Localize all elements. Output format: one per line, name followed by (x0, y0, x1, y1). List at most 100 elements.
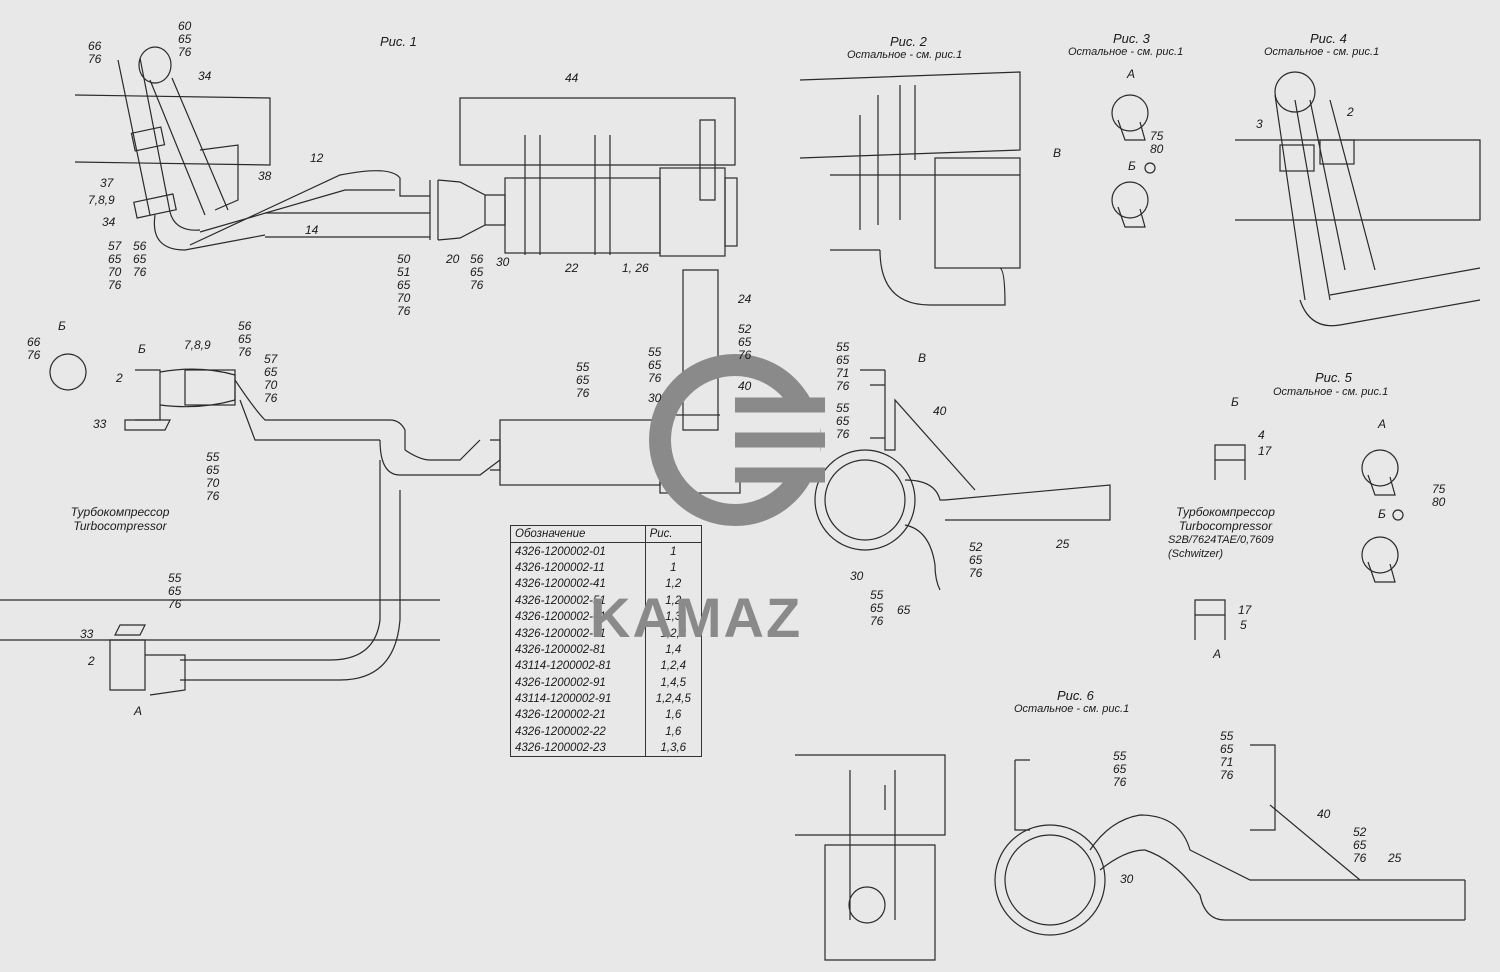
turbo5-label: Турбокомпрессор Turbocompressor S2B/7624… (1168, 505, 1283, 561)
callout: 55 65 70 76 (206, 450, 220, 503)
callout: 60 65 76 (178, 19, 192, 59)
designation-cell: 4326-1200002-01 (510, 542, 646, 560)
kamaz-wordmark: KAMAZ (590, 586, 803, 649)
callout: 7,8,9 (88, 193, 115, 207)
designation-cell: 4326-1200002-51 (510, 592, 646, 609)
fig1-title: Рис. 1 (380, 34, 417, 49)
callout: 55 65 76 (1113, 749, 1127, 789)
view-b-arrow-main: Б (138, 342, 146, 356)
fig2-subtitle: Остальное - см. рис.1 (847, 49, 963, 61)
callout: 2 (116, 371, 123, 385)
designation-cell: 4326-1200002-22 (510, 723, 646, 741)
callout: 55 65 76 (648, 345, 662, 385)
view-b-main-label: Б (58, 319, 66, 333)
turbo5-model: S2B/7624TAE/0,7609 (1168, 534, 1274, 546)
callout: 56 65 76 (238, 319, 252, 359)
callout: 30 (496, 255, 510, 269)
callout: 30 (648, 391, 662, 405)
callout: 56 65 76 (470, 252, 484, 292)
turbo-label-en: Turbocompressor (73, 519, 167, 533)
callout: 55 65 76 (576, 360, 590, 400)
designation-cell: 4326-1200002-21 (510, 707, 646, 724)
main-silencer (490, 269, 751, 494)
callout: 65 (897, 603, 911, 617)
figure-cell: 1 (644, 542, 703, 560)
callout: 14 (305, 223, 319, 237)
view-a-arrow-fig5: А (1213, 647, 1222, 661)
designation-cell: 43114-1200002-81 (510, 658, 646, 675)
callout: 30 (850, 569, 864, 583)
header-designation: Обозначение (510, 524, 646, 544)
fig5-subtitle: Остальное - см. рис.1 (1273, 386, 1389, 398)
fig6-view (795, 744, 1466, 961)
view-b-fig5: Б (1378, 507, 1386, 521)
callout: 40 (738, 379, 752, 393)
variant-table-header: Обозначение Рис. (510, 524, 703, 544)
callout: 56 65 76 (133, 239, 147, 279)
callout: 20 (446, 252, 460, 266)
figure-cell: 1,2 (644, 592, 703, 609)
figure-cell: 1,3,6 (644, 740, 703, 758)
fig6-subtitle: Остальное - см. рис.1 (1014, 703, 1130, 715)
callout: 50 51 65 70 76 (397, 252, 411, 318)
callout: 38 (258, 169, 272, 183)
callout: 17 (1238, 603, 1252, 617)
callout: 1, 26 (622, 261, 649, 275)
designation-cell: 4326-1200002-91 (510, 674, 646, 691)
figure-cell: 1,2 (644, 576, 703, 593)
view-a-arrow-main: А (134, 704, 143, 718)
turbo-label: Турбокомпрессор Turbocompressor (55, 505, 185, 533)
fig5-view (1194, 444, 1404, 640)
callout: 25 (1056, 537, 1070, 551)
fig1-turbo-pipes (117, 46, 266, 251)
callout: 7,8,9 (184, 338, 211, 352)
callout: 66 76 (27, 335, 41, 362)
callout: 4 (1258, 428, 1265, 442)
fig3-subtitle: Остальное - см. рис.1 (1068, 46, 1184, 58)
turbo5-maker: (Schwitzer) (1168, 548, 1224, 560)
designation-cell: 43114-1200002-91 (510, 690, 646, 708)
callout: 2 (1347, 105, 1354, 119)
fig2-view (799, 71, 1021, 306)
callout: 34 (198, 69, 212, 83)
main-pipes (0, 379, 501, 696)
designation-cell: 4326-1200002-81 (510, 641, 646, 659)
callout: 34 (102, 215, 116, 229)
callout: 22 (565, 261, 579, 275)
figure-cell: 1,6 (644, 723, 703, 741)
turbo5-label-ru: Турбокомпрессор (1176, 505, 1275, 519)
fig4-title: Рис. 4 (1310, 31, 1347, 46)
callout: 37 (100, 176, 114, 190)
callout: 75 80 (1150, 129, 1164, 156)
callout: 30 (1120, 872, 1134, 886)
callout: 5 (1240, 618, 1247, 632)
designation-cell: 4326-1200002-61 (510, 608, 646, 626)
fig4-view (1235, 71, 1481, 327)
turbo-label-ru: Турбокомпрессор (70, 505, 170, 519)
figure-cell: 1,6 (644, 707, 703, 724)
callout: 66 76 (88, 39, 102, 66)
figure-cell: 1,3 (644, 608, 703, 626)
figure-cell: 1,4,5 (644, 674, 703, 691)
callout: 52 65 76 (738, 322, 752, 362)
fig1-frame-rail (74, 94, 271, 166)
callout: 3 (1256, 117, 1263, 131)
fig1-exhaust-pipes (189, 170, 506, 246)
main-turbo-upper (49, 353, 236, 431)
callout: 33 (80, 627, 94, 641)
view-a-label: А (1127, 67, 1136, 81)
callout: 52 65 76 (969, 540, 983, 580)
view-b-arrow-label: В (1053, 146, 1062, 160)
figure-cell: 1,2,4 (644, 658, 703, 675)
callout: 75 80 (1432, 482, 1446, 509)
